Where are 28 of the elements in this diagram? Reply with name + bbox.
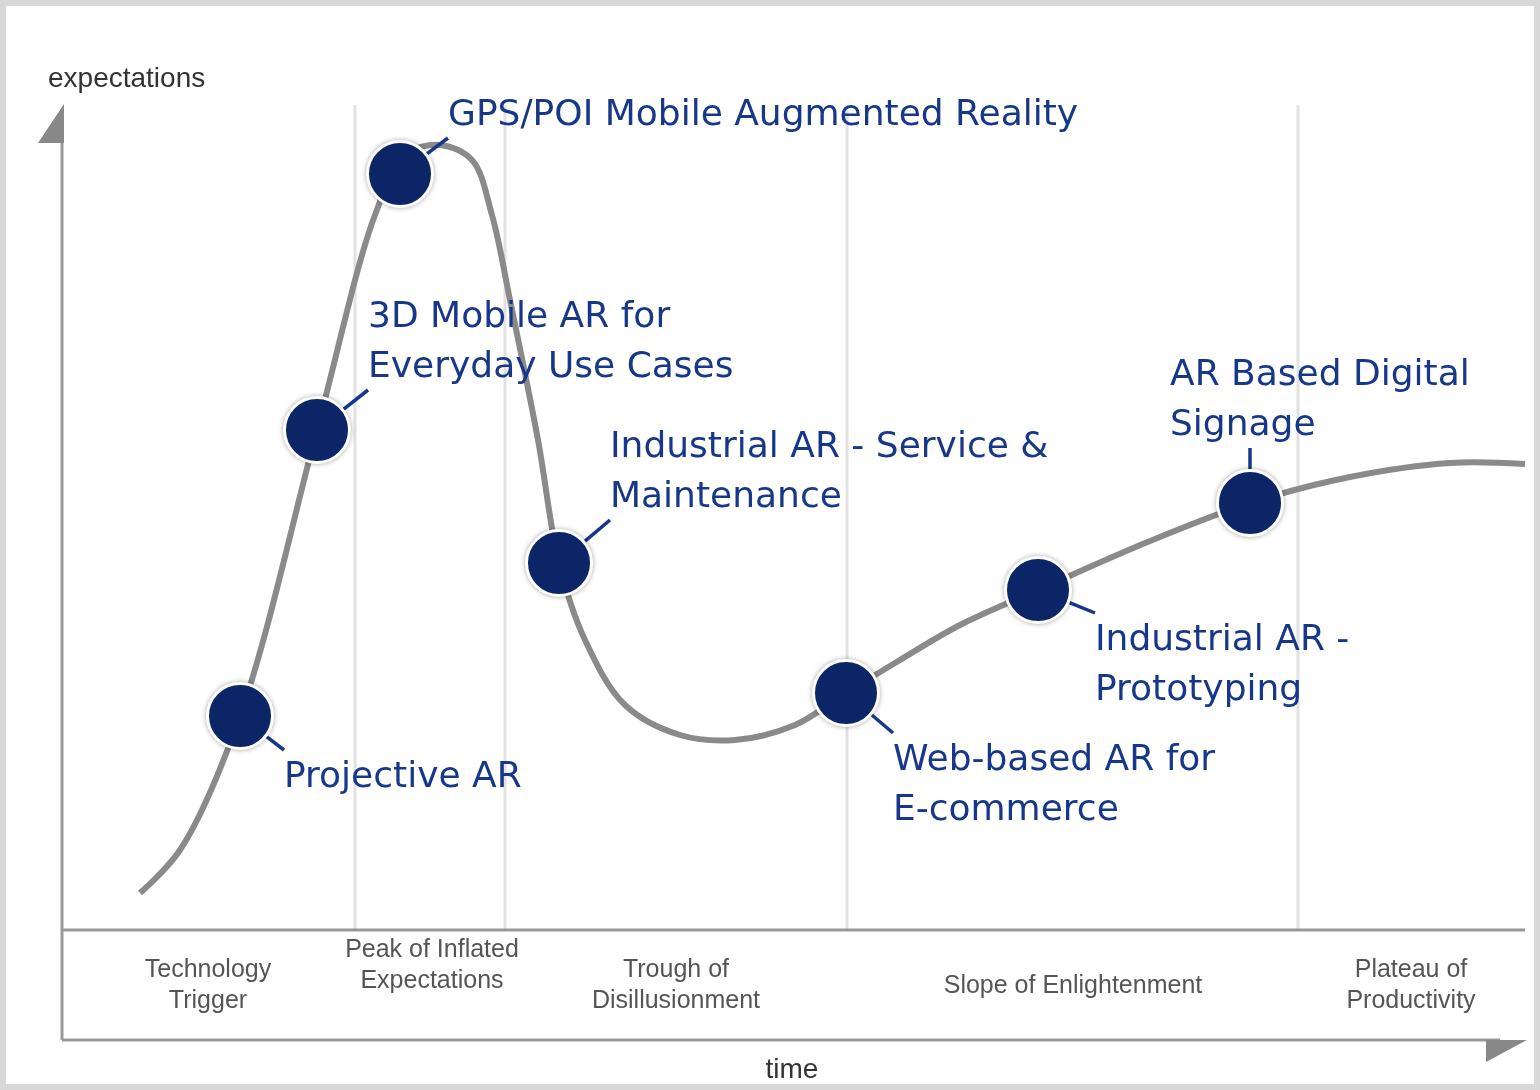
- position-dot: [525, 529, 593, 597]
- leader-line: [870, 713, 895, 735]
- axis-label: time: [764, 1053, 820, 1084]
- item-label: Industrial AR - Service & Maintenance: [610, 420, 1130, 520]
- position-dot: [1004, 556, 1072, 624]
- item-label: 3D Mobile AR for Everyday Use Cases: [368, 290, 753, 390]
- position-dot: [283, 396, 351, 464]
- item-label: Web-based AR for E-commerce: [893, 733, 1253, 833]
- leader-line: [426, 136, 450, 155]
- leader-line: [583, 518, 612, 543]
- phase-label: Trough of Disillusionment: [590, 953, 762, 1015]
- leader-line: [265, 735, 286, 752]
- position-dot: [812, 659, 880, 727]
- position-dot: [206, 682, 274, 750]
- phase-label: Technology Trigger: [143, 953, 273, 1015]
- item-label: AR Based Digital Signage: [1170, 348, 1470, 448]
- leader-line: [1248, 448, 1252, 469]
- axis-label: expectations: [48, 62, 206, 93]
- leader-line: [342, 388, 370, 411]
- phase-label: Slope of Enlightenment: [942, 969, 1204, 1000]
- item-label: Industrial AR - Prototyping: [1095, 613, 1535, 713]
- item-label: Projective AR: [284, 750, 604, 800]
- phase-label: Plateau of Productivity: [1345, 953, 1477, 1015]
- item-label: GPS/POI Mobile Augmented Reality: [448, 88, 1248, 138]
- leader-line: [1068, 601, 1096, 615]
- position-dot: [366, 140, 434, 208]
- position-dot: [1216, 469, 1284, 537]
- phase-label: Peak of Inflated Expectations: [344, 933, 520, 995]
